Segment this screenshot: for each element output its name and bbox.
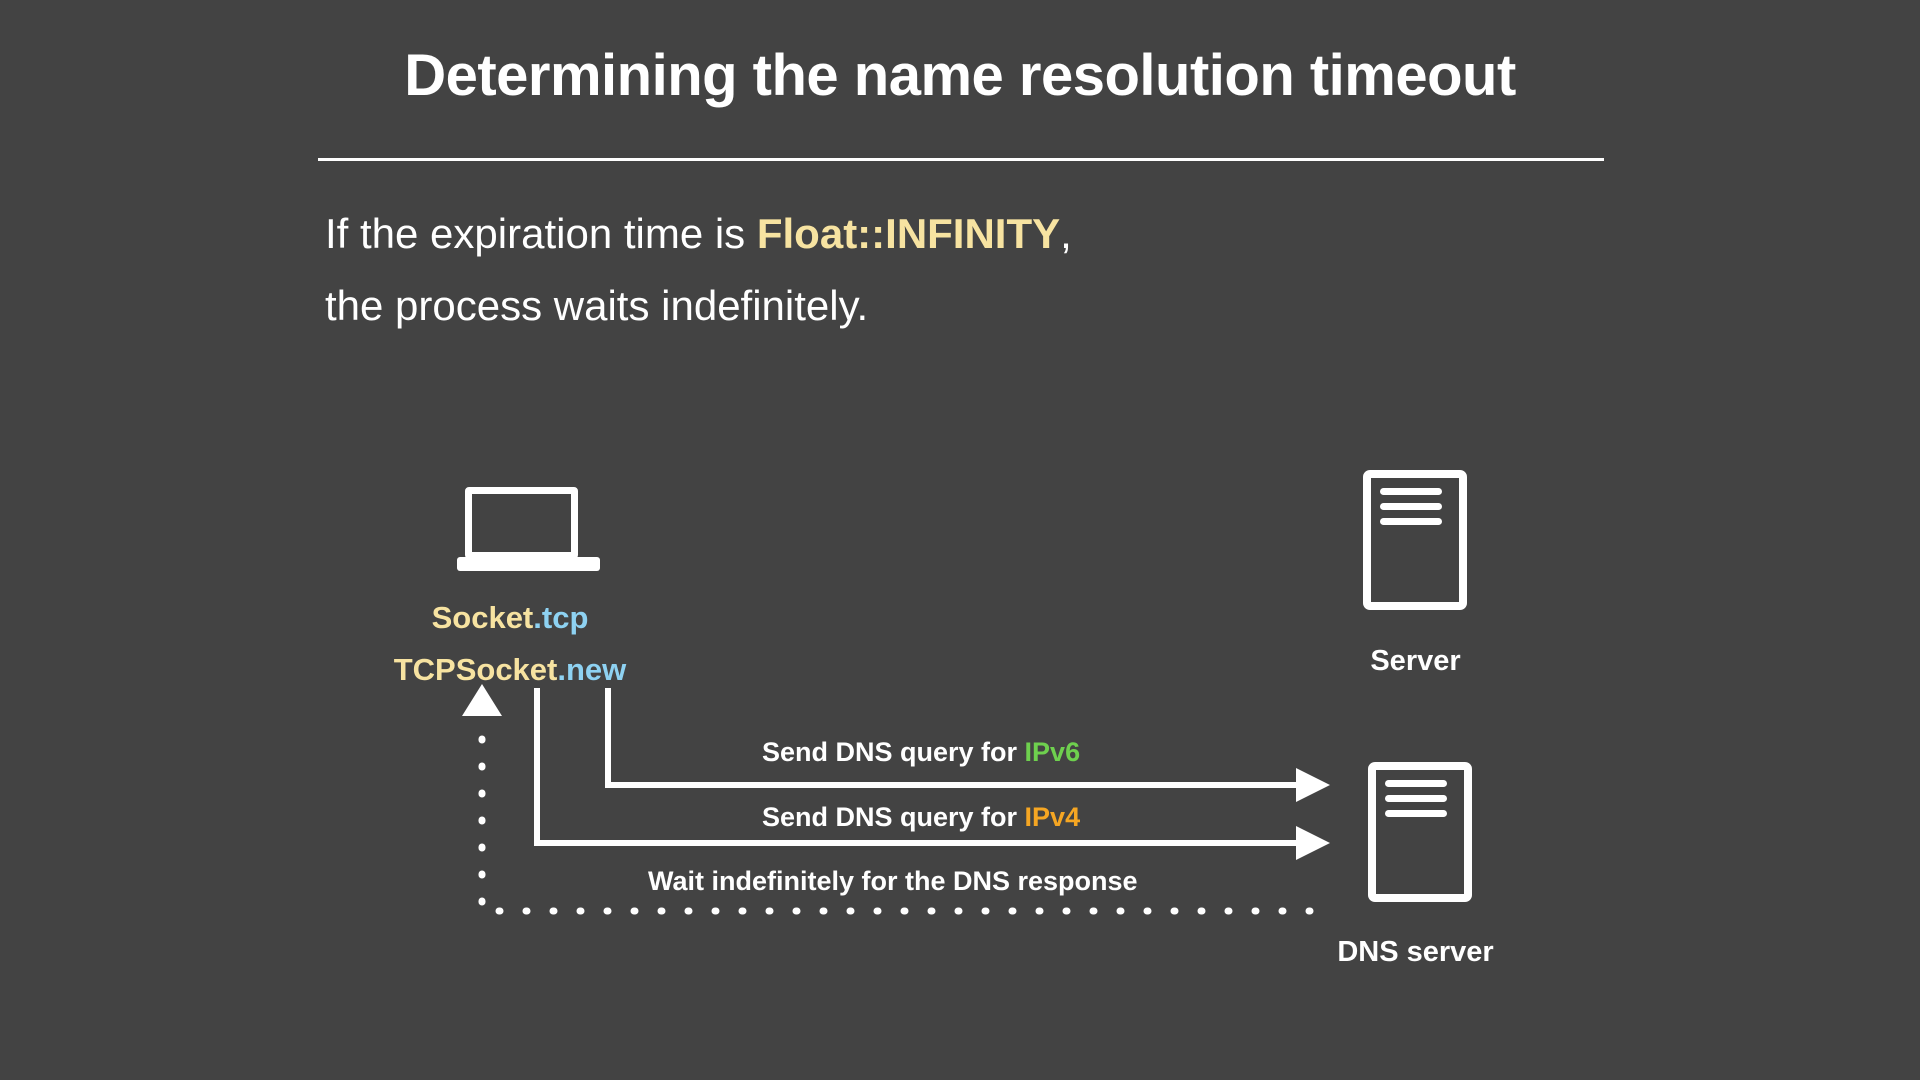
socket-class-token: Socket [431, 600, 534, 635]
ipv4-query-label: Send DNS query for IPv4 [762, 802, 1080, 833]
dns-server-slot-bar [1385, 780, 1447, 787]
ipv6-query-label: Send DNS query for IPv6 [762, 737, 1080, 768]
tcpsocket-method-token: .new [557, 652, 627, 687]
body-line-1-suffix: , [1060, 210, 1072, 257]
page-title: Determining the name resolution timeout [404, 43, 1516, 108]
server-body-shape [1363, 470, 1467, 610]
laptop-screen-shape [465, 487, 578, 559]
body-line-1: If the expiration time is Float::INFINIT… [325, 198, 1525, 270]
body-copy: If the expiration time is Float::INFINIT… [325, 198, 1525, 342]
ipv4-protocol-token: IPv4 [1024, 802, 1081, 832]
body-line-1-prefix: If the expiration time is [325, 210, 757, 257]
ipv4-query-label-text: Send DNS query for [762, 802, 1025, 832]
client-code-labels: Socket.tcp TCPSocket.new [300, 592, 720, 696]
dns-server-body-shape [1368, 762, 1472, 902]
socket-method-token: .tcp [533, 600, 589, 635]
laptop-icon [457, 487, 600, 577]
dns-server-caption: DNS server [1337, 936, 1494, 968]
ipv4-arrowhead [1296, 826, 1330, 860]
dns-server-icon [1368, 762, 1472, 902]
ipv6-protocol-token: IPv6 [1024, 737, 1081, 767]
title-divider [318, 158, 1604, 161]
ipv6-arrowhead [1296, 768, 1330, 802]
ipv6-query-label-text: Send DNS query for [762, 737, 1025, 767]
keyword-float-infinity: Float::INFINITY [756, 210, 1061, 257]
server-slot-bar [1380, 518, 1442, 525]
server-caption: Server [1370, 645, 1461, 677]
laptop-base-shape [457, 557, 600, 571]
client-code-line-1: Socket.tcp [300, 592, 720, 644]
tcpsocket-class-token: TCPSocket [393, 652, 558, 687]
dns-wait-label: Wait indefinitely for the DNS response [648, 866, 1138, 896]
dns-server-slot-bar [1385, 795, 1447, 802]
server-icon [1363, 470, 1467, 610]
body-line-2: the process waits indefinitely. [325, 282, 869, 329]
dns-server-slot-bar [1385, 810, 1447, 817]
client-code-line-2: TCPSocket.new [300, 644, 720, 696]
server-slot-bar [1380, 503, 1442, 510]
server-slot-bar [1380, 488, 1442, 495]
